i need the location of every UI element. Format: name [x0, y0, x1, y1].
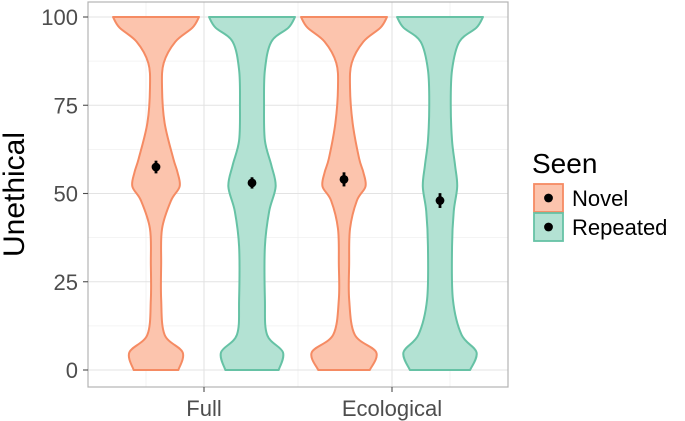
- y-tick-label: 50: [54, 182, 78, 207]
- legend-label-repeated: Repeated: [572, 215, 667, 240]
- legend-key-point: [544, 193, 553, 203]
- x-tick-label: Ecological: [342, 396, 442, 421]
- mean-point: [339, 174, 349, 184]
- y-tick-label: 25: [54, 270, 78, 295]
- point-layer: [151, 160, 445, 208]
- y-tick-label: 75: [54, 93, 78, 118]
- violin-novel-ecological: [300, 16, 388, 371]
- violin-novel-full: [112, 16, 200, 371]
- mean-point: [151, 162, 161, 172]
- mean-point: [435, 196, 445, 205]
- legend-title: Seen: [532, 148, 597, 179]
- violin-repeated-full: [208, 16, 296, 371]
- y-tick-label: 100: [41, 5, 78, 30]
- plot-panel-border: [87, 1, 509, 388]
- y-tick-label: 0: [66, 358, 78, 383]
- y-axis-title: Unethical: [0, 132, 31, 257]
- mean-point: [247, 178, 257, 188]
- legend-label-novel: Novel: [572, 186, 628, 211]
- x-tick-label: Full: [186, 396, 221, 421]
- legend-key-point: [544, 222, 553, 232]
